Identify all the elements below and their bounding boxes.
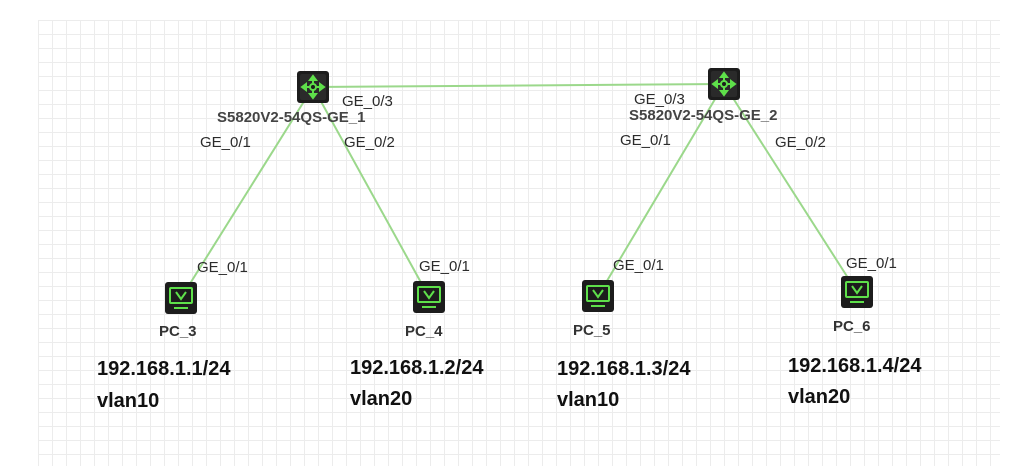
topology-canvas [38,20,1000,466]
link-sw2-pc5 [597,83,725,297]
port-label-sw1-ge01: GE_0/1 [200,134,251,151]
switch-label-2: S5820V2-54QS-GE_2 [629,107,777,124]
port-labels: GE_0/3 GE_0/3 GE_0/1 GE_0/1 GE_0/2 GE_0/… [197,91,897,276]
links [180,83,858,299]
port-label-sw1-ge03: GE_0/3 [342,93,393,110]
pc-node-3[interactable] [165,282,197,314]
pc-node-6[interactable] [841,276,873,308]
port-label-sw2-ge03: GE_0/3 [634,91,685,108]
port-label-pc6-ge01: GE_0/1 [846,255,897,272]
pc-monitor-icon [582,280,614,312]
link-sw2-pc6 [723,83,858,293]
pc-node-4[interactable] [413,281,445,313]
pc-ip-5: 192.168.1.3/24 [557,358,691,380]
pc-ip-3: 192.168.1.1/24 [97,358,231,380]
pc-ip-4: 192.168.1.2/24 [350,357,484,379]
pc-monitor-icon [841,276,873,308]
pc-vlan-5: vlan10 [557,389,619,411]
link-sw1-sw2 [312,83,725,88]
pc-monitor-icon [413,281,445,313]
pc-label-4: PC_4 [405,323,443,340]
switch-node-1[interactable] [297,71,329,103]
pc-node-5[interactable] [582,280,614,312]
port-label-pc3-ge01: GE_0/1 [197,259,248,276]
pc-label-5: PC_5 [573,322,611,339]
link-sw1-pc4 [312,86,430,298]
port-label-sw2-ge02: GE_0/2 [775,134,826,151]
switch-node-2[interactable] [708,68,740,100]
pc-ip-6: 192.168.1.4/24 [788,355,922,377]
switch-icon [708,68,740,100]
pc-label-3: PC_3 [159,323,197,340]
pc-vlan-4: vlan20 [350,388,412,410]
pc-label-6: PC_6 [833,318,871,335]
port-label-pc4-ge01: GE_0/1 [419,258,470,275]
pc-monitor-icon [165,282,197,314]
port-label-pc5-ge01: GE_0/1 [613,257,664,274]
port-label-sw1-ge02: GE_0/2 [344,134,395,151]
switch-icon [297,71,329,103]
pc-vlan-6: vlan20 [788,386,850,408]
port-label-sw2-ge01: GE_0/1 [620,132,671,149]
link-sw1-pc3 [180,86,314,299]
switch-label-1: S5820V2-54QS-GE_1 [217,109,365,126]
pc-vlan-3: vlan10 [97,390,159,412]
